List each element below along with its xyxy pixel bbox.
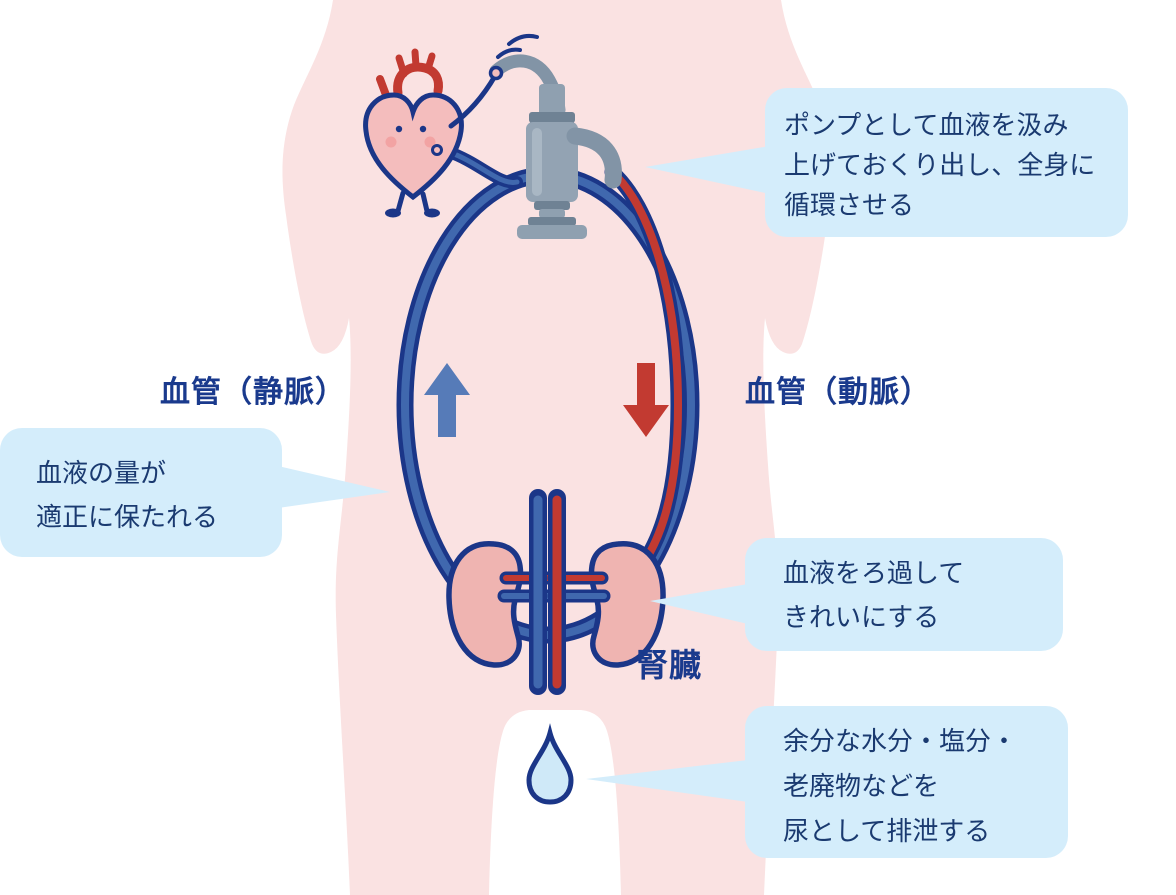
volume-callout: 血液の量が 適正に保たれる	[0, 428, 282, 557]
callout-line: 適正に保たれる	[36, 503, 219, 533]
artery-line	[604, 164, 686, 597]
urine-callout: 余分な水分・塩分・ 老廃物などを 尿として排泄する	[745, 706, 1068, 858]
volume-callout-tail	[278, 466, 390, 508]
body-silhouette	[282, 0, 832, 895]
filter-callout: 血液をろ過して きれいにする	[745, 538, 1063, 651]
motion-lines-icon	[496, 33, 539, 59]
callout-line: 循環させる	[784, 191, 915, 221]
water-pump-icon	[489, 54, 622, 239]
callout-line: 血液の量が	[36, 459, 167, 489]
heart-inlet-tube	[443, 146, 523, 189]
callout-line: 上げておくり出し、全身に	[784, 151, 1096, 181]
central-vessel-column	[529, 489, 566, 695]
filter-callout-tail	[650, 584, 748, 624]
pump-callout: ポンプとして血液を汲み 上げておくり出し、全身に 循環させる	[765, 88, 1128, 237]
callout-line: 老廃物などを	[783, 772, 940, 802]
urine-drop-icon	[526, 723, 574, 805]
kidney-label: 腎臓	[636, 646, 703, 684]
callout-line: 余分な水分・塩分・	[783, 727, 1018, 757]
vein-label: 血管（静脈）	[160, 375, 346, 410]
callout-line: 尿として排泄する	[783, 817, 991, 847]
pump-callout-tail	[645, 146, 770, 194]
artery-down-arrow-icon	[623, 363, 669, 437]
callout-line: 血液をろ過して	[783, 559, 965, 589]
vein-up-arrow-icon	[424, 363, 470, 437]
callout-line: きれいにする	[783, 603, 940, 633]
urine-callout-tail	[586, 760, 748, 802]
right-kidney	[588, 541, 666, 668]
artery-label: 血管（動脈）	[745, 375, 931, 410]
callout-line: ポンプとして血液を汲み	[784, 111, 1069, 141]
heart-character-icon	[363, 48, 504, 218]
